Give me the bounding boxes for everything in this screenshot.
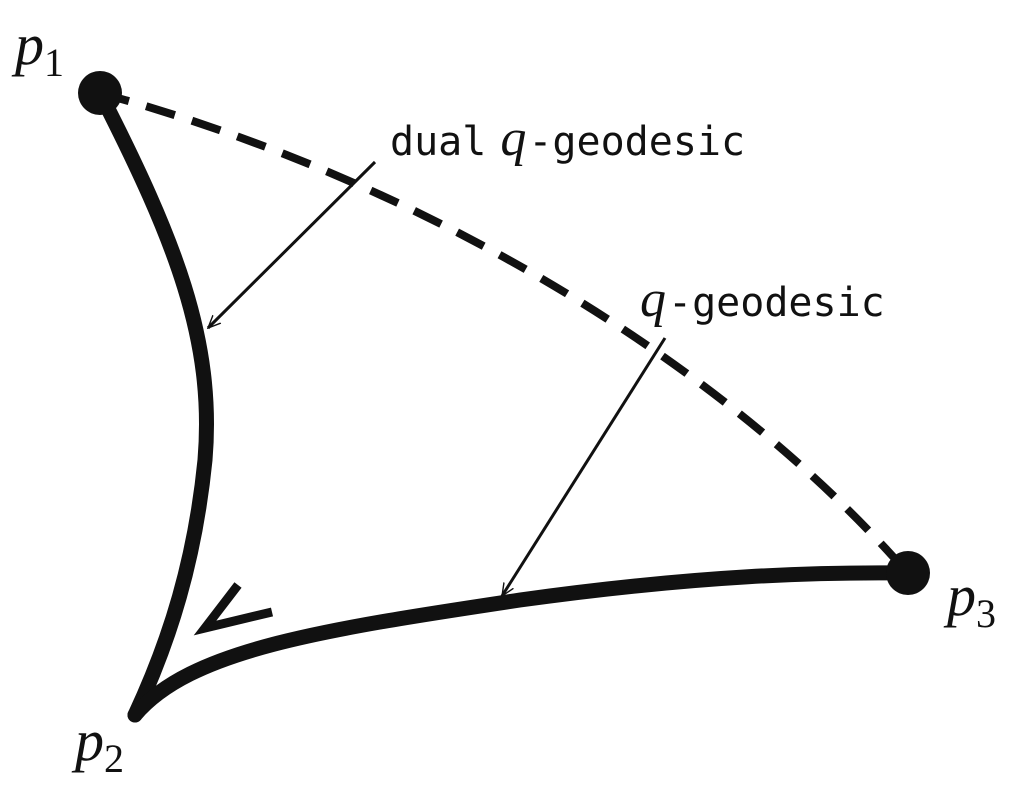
dual-q-geodesic-edge bbox=[92, 85, 215, 723]
label-p2-subscript: 2 bbox=[104, 736, 124, 781]
label-p2: p2 bbox=[71, 708, 124, 781]
label-p2-letter: p bbox=[71, 708, 104, 773]
label-p3-subscript: 3 bbox=[976, 591, 996, 636]
angle-marker bbox=[193, 582, 274, 636]
label-p3-letter: p bbox=[943, 563, 976, 628]
vertex-p3-dot bbox=[886, 551, 930, 595]
q-geodesic-edge bbox=[127, 565, 913, 723]
annotation-dual-suffix: -geodesic bbox=[528, 119, 745, 165]
annotation-dual-q: q bbox=[500, 110, 526, 167]
annotation-geodesic-q: q bbox=[640, 271, 666, 328]
label-p1-subscript: 1 bbox=[44, 40, 64, 85]
label-p1: p1 bbox=[11, 12, 64, 85]
q-geodesic-arrow bbox=[500, 337, 667, 596]
label-p3: p3 bbox=[943, 563, 996, 636]
dual-q-geodesic-arrow bbox=[208, 160, 377, 328]
label-p1-letter: p bbox=[11, 12, 44, 77]
annotation-dual-prefix: dual bbox=[390, 119, 486, 165]
vertex-p1-dot bbox=[78, 71, 122, 115]
dashed-edge-p1-p3 bbox=[98, 89, 909, 573]
annotation-geodesic-suffix: -geodesic bbox=[668, 280, 885, 326]
annotation-q-geodesic: q-geodesic bbox=[640, 271, 885, 328]
